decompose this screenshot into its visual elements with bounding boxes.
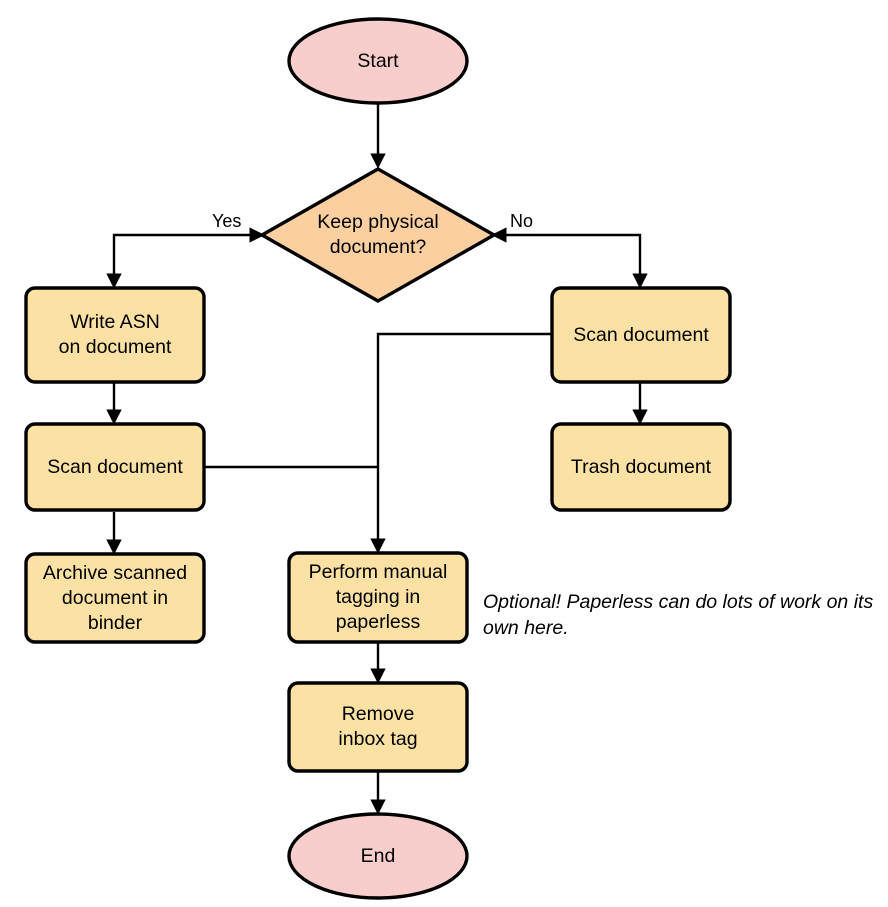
node-shape-write-asn[interactable] (24, 286, 206, 384)
edge-label-no: No (510, 211, 534, 231)
node-shape-tagging[interactable] (287, 551, 469, 644)
edge-scan-right-to-tagging (370, 332, 552, 554)
edge-decision-yes-to-write-asn (106, 227, 265, 289)
node-shape-end[interactable] (287, 812, 469, 900)
node-shape-archive[interactable] (24, 552, 206, 644)
node-shape-trash[interactable] (550, 422, 732, 512)
node-shape-remove-inbox[interactable] (287, 681, 469, 773)
annotation-optional-note: Optional! Paperless can do lots of work … (483, 591, 874, 639)
node-shape-scan-left[interactable] (24, 422, 206, 512)
node-shape-decision[interactable] (258, 167, 498, 303)
node-shape-start[interactable] (287, 17, 469, 105)
edge-label-yes: Yes (212, 211, 242, 231)
node-shape-scan-right[interactable] (550, 286, 732, 384)
edge-decision-no-to-scan-right (491, 227, 648, 289)
